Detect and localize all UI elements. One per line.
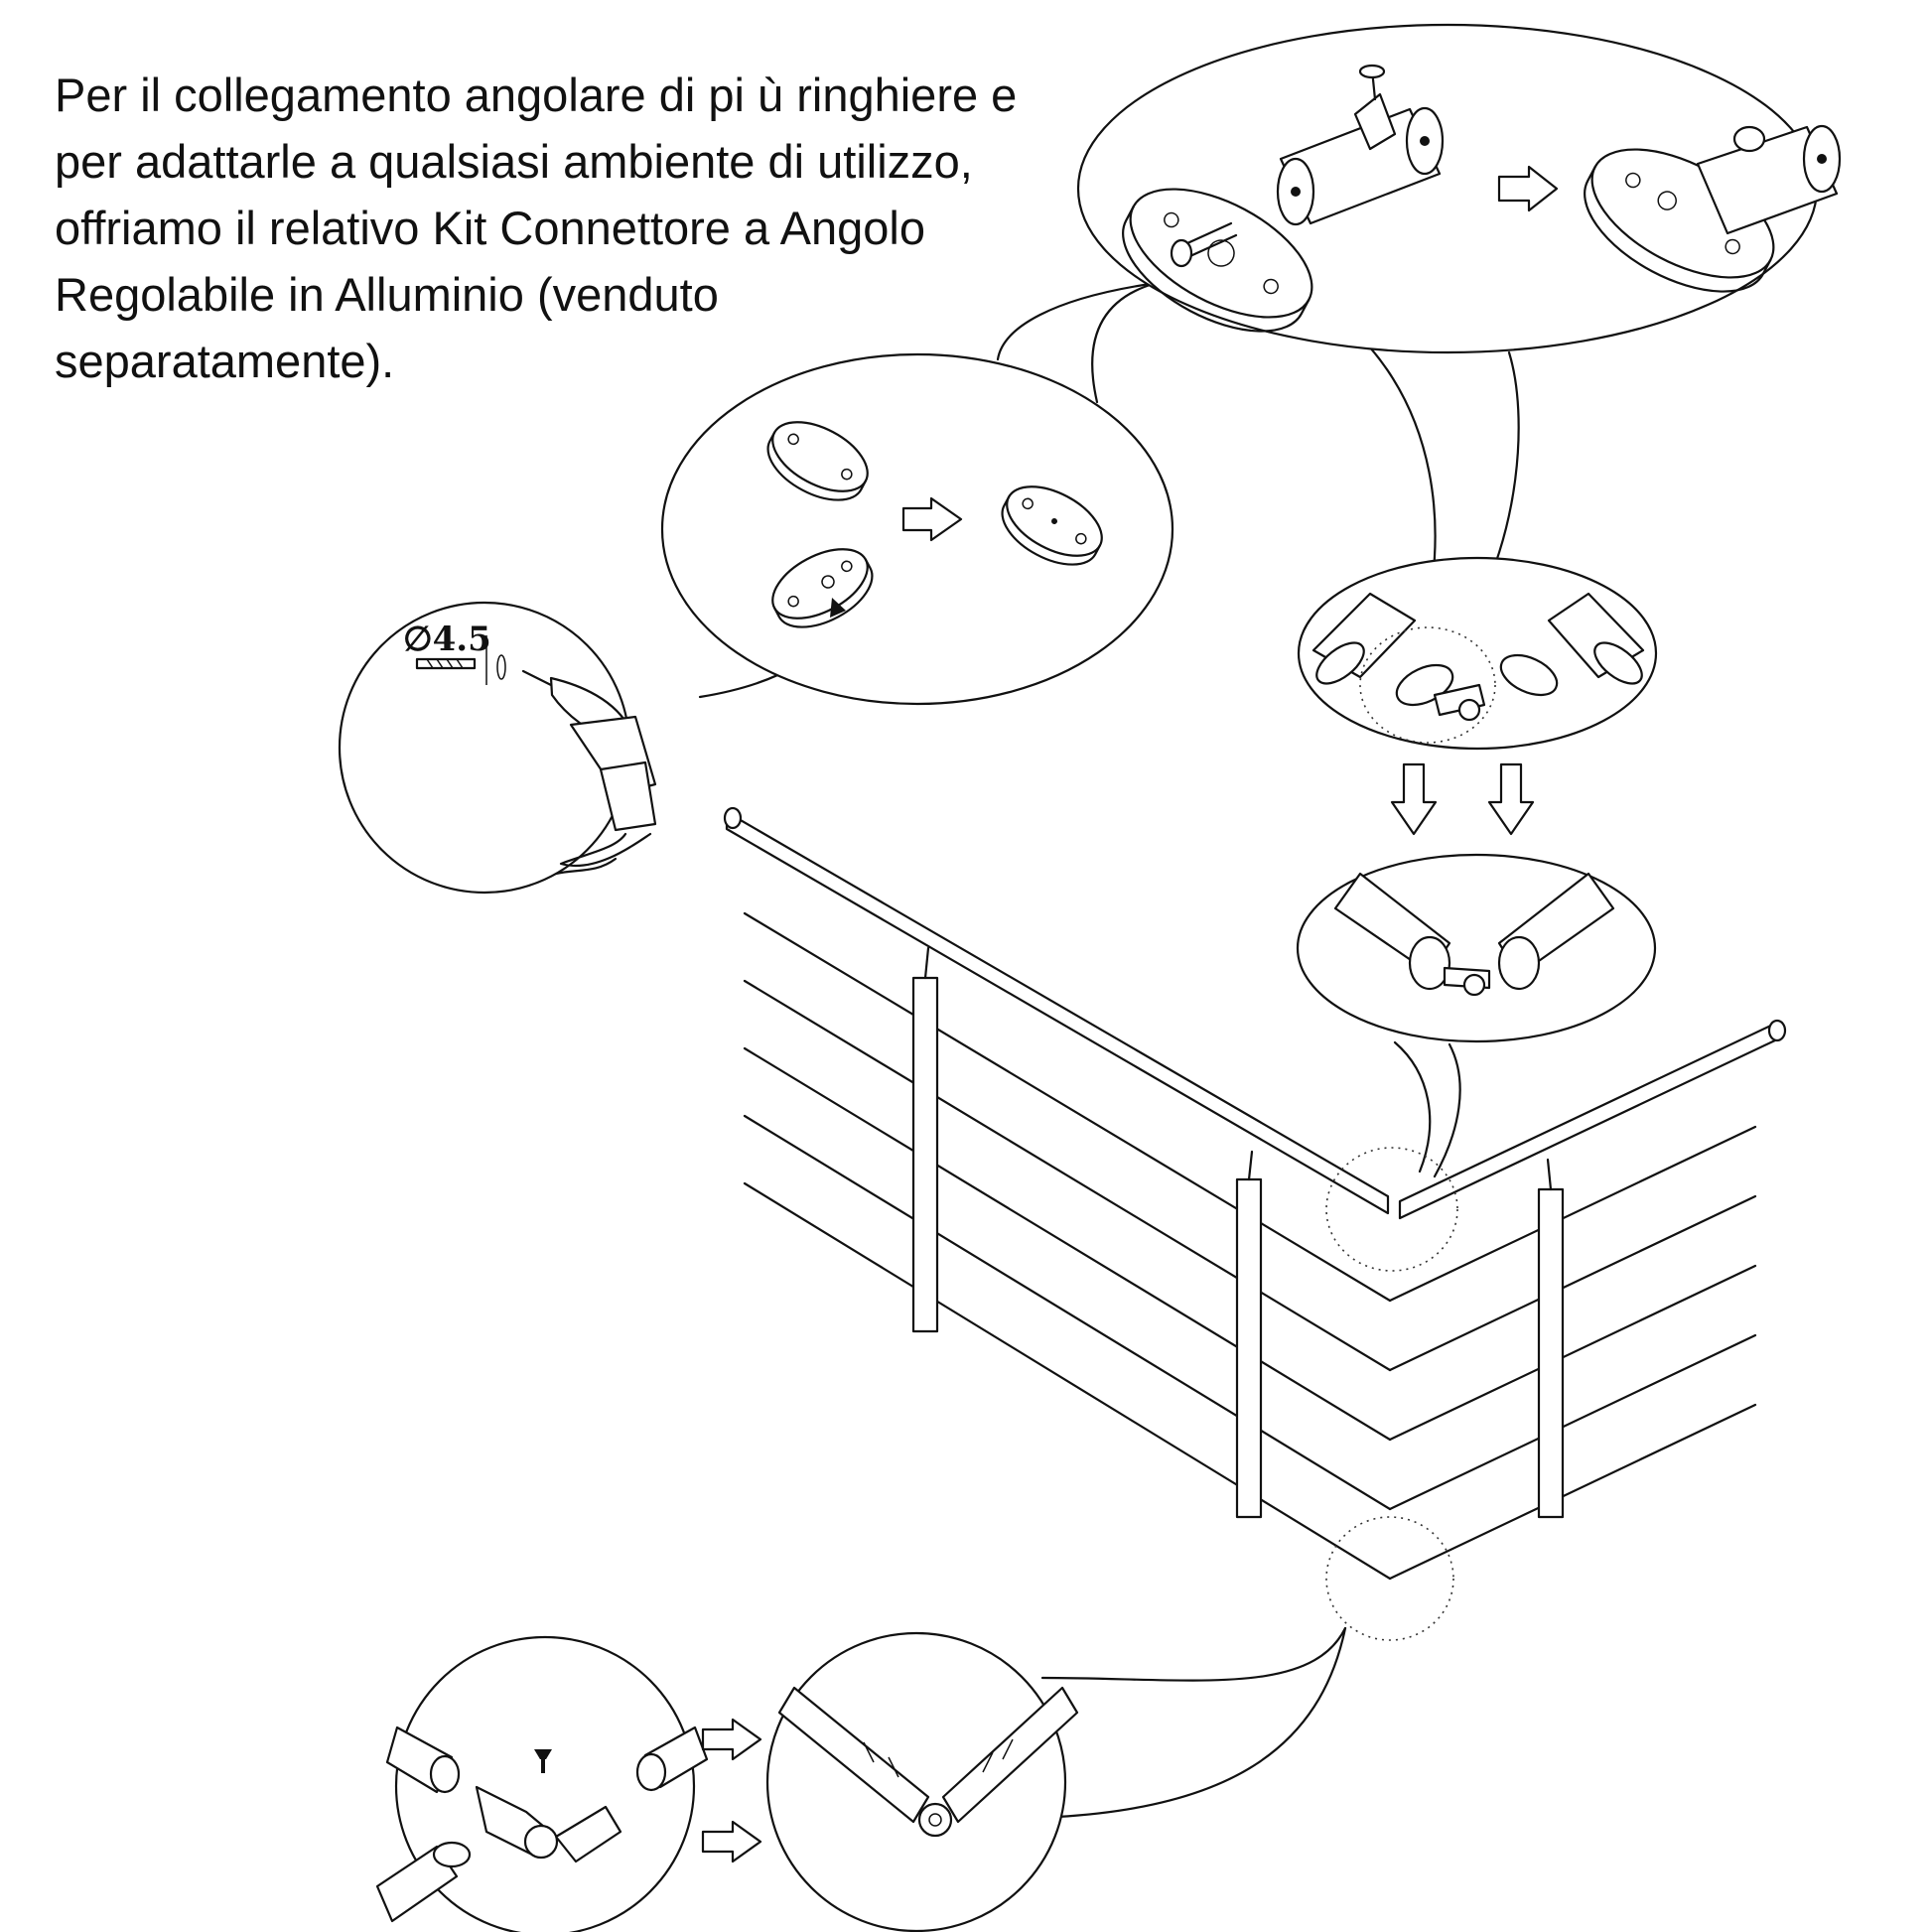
mounting-plate-detail <box>660 352 1174 706</box>
caption-line: separatamente). <box>55 335 395 387</box>
caption-line: per adattarle a qualsiasi ambiente di ut… <box>55 135 973 188</box>
arrow-down-icon <box>1487 762 1535 836</box>
arrow-right-icon <box>701 1820 762 1863</box>
arrow-right-icon <box>901 496 963 542</box>
caption-line: Per il collegamento angolare di pi ù rin… <box>55 69 1018 121</box>
railing-illustration <box>723 806 1787 1641</box>
drill-detail: ∅4.5 <box>338 601 657 895</box>
caption: Per il collegamento angolare di pi ù rin… <box>55 62 1127 394</box>
leader-lines <box>554 281 1520 1819</box>
handrail-joined-detail <box>1296 853 1657 1043</box>
arrow-right-icon <box>1497 165 1559 212</box>
arrow-down-icon <box>1390 762 1438 836</box>
caption-line: Regolabile in Alluminio (venduto <box>55 268 719 321</box>
caption-line: offriamo il relativo Kit Connettore a An… <box>55 202 925 254</box>
diameter-label: ∅4.5 <box>403 620 491 659</box>
cable-corner-assembly-detail <box>375 1635 709 1932</box>
drill-icon <box>521 669 657 867</box>
cable-corner-assembled-detail <box>765 1631 1079 1932</box>
handrail-joint-detail <box>1297 556 1658 751</box>
arrow-right-icon <box>701 1718 762 1761</box>
connector-kit-detail <box>1076 23 1842 354</box>
